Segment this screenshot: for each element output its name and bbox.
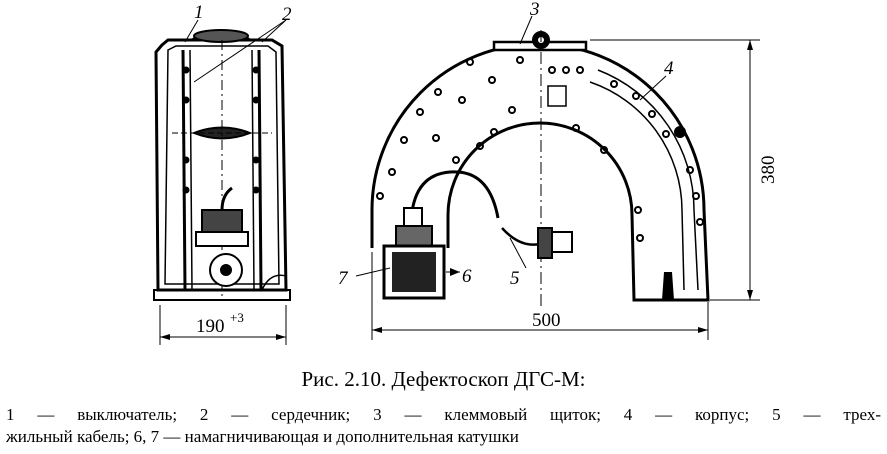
dimension-side-width: 190	[196, 316, 225, 337]
label-6: 6	[462, 266, 472, 287]
front-view	[355, 15, 760, 340]
legend-line-1: 1 — выключатель; 2 — сердечник; 3 — клем…	[6, 405, 881, 424]
label-7: 7	[338, 268, 349, 289]
technical-drawing: 1 2 3 4 5 6 7 190 +3 500 380	[153, 0, 779, 345]
side-view	[153, 19, 291, 345]
legend-line-2: жильный кабель; 6, 7 — намагничивающая и…	[6, 427, 519, 446]
label-4: 4	[664, 58, 674, 79]
label-3: 3	[529, 0, 540, 20]
figure-legend: 1 — выключатель; 2 — сердечник; 3 — клем…	[6, 404, 881, 448]
dimension-front-width: 500	[532, 310, 561, 331]
label-5: 5	[510, 268, 520, 289]
dimension-side-tolerance: +3	[230, 310, 244, 325]
dimension-front-height: 380	[758, 156, 779, 185]
label-1: 1	[194, 2, 204, 23]
label-2: 2	[282, 4, 292, 25]
figure-caption: Рис. 2.10. Дефектоскоп ДГС-М:	[301, 367, 586, 391]
